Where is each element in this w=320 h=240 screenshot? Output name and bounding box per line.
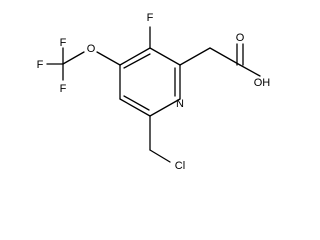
bond-c4-c3-inner <box>123 53 151 69</box>
bond-ch2-cooh <box>209 47 241 66</box>
atom-chlorine: Cl <box>175 160 185 172</box>
bond-o-cf3 <box>62 51 85 65</box>
bond-c6-c5-inner <box>123 95 150 111</box>
atom-ether-oxygen: O <box>87 43 96 55</box>
atom-hydroxyl: OH <box>254 77 271 89</box>
bond-c2-ch2 <box>179 47 211 66</box>
atom-cf3-f-left: F <box>37 59 44 71</box>
structure-diagram: F F F F O N Cl O OH <box>37 12 271 172</box>
atom-carbonyl-oxygen: O <box>236 32 245 44</box>
bond-c4-c3 <box>119 47 151 66</box>
bonds <box>46 26 261 163</box>
bond-c3-c2 <box>149 47 181 66</box>
bond-c4-o <box>96 51 121 66</box>
atom-fluoro: F <box>147 12 154 24</box>
bond-ch2-cl <box>149 149 171 163</box>
bond-c-oh <box>239 64 261 77</box>
atom-labels: F F F F O N Cl O OH <box>37 12 271 172</box>
atom-ring-nitrogen: N <box>176 98 184 110</box>
bond-n1-c6 <box>149 98 181 117</box>
atom-cf3-f-top: F <box>60 37 67 49</box>
atom-cf3-f-bottom: F <box>60 83 67 95</box>
bond-c6-c5 <box>119 98 151 117</box>
